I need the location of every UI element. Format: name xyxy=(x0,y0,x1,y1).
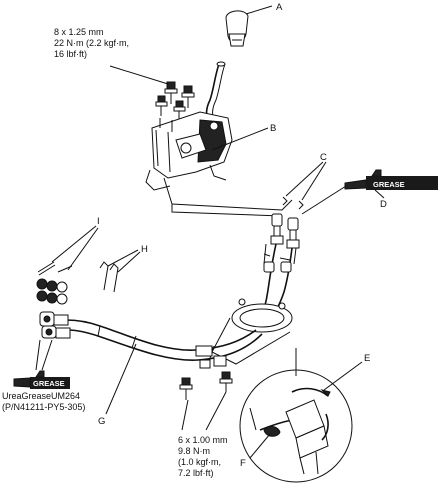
callout-a: A xyxy=(276,2,283,13)
bolts-top xyxy=(155,81,195,121)
shift-lever-assembly xyxy=(145,111,233,191)
callout-i: I xyxy=(97,216,100,227)
leader-grease-d xyxy=(301,185,347,215)
leader-d xyxy=(374,189,385,199)
leader-a xyxy=(245,5,273,15)
torque-bottom-line1: 6 x 1.00 mm xyxy=(178,435,228,445)
cable-end-left xyxy=(270,213,284,245)
leader-torque-top xyxy=(109,65,169,85)
grease-label-right: GREASE xyxy=(373,180,405,189)
leader-c-right xyxy=(301,161,327,201)
clips-h xyxy=(99,261,119,293)
torque-bottom-line3: (1.0 kgf·m, xyxy=(178,457,221,467)
grease-label-left: GREASE xyxy=(33,379,65,388)
leader-g xyxy=(105,343,137,415)
leader-h-a xyxy=(107,249,139,267)
cables-to-transmission xyxy=(65,319,263,361)
torque-bottom-line4: 7.2 lbf·ft) xyxy=(178,468,214,478)
leader-c-left xyxy=(285,161,324,197)
leader-torque-bottom-a xyxy=(181,399,189,431)
torque-top-line1: 8 x 1.25 mm xyxy=(54,27,104,37)
cable-guide-bracket xyxy=(209,298,293,365)
shift-knob xyxy=(225,10,249,47)
bolts-bottom xyxy=(179,371,233,400)
leader-h-b xyxy=(117,251,141,273)
callout-c: C xyxy=(320,152,327,163)
cable-adjusters-bottom xyxy=(195,345,227,369)
grease-spec-line1: UreaGreaseUM264 xyxy=(2,391,80,401)
grease-gun-left xyxy=(13,370,70,389)
callout-h: H xyxy=(141,244,148,255)
leader-f xyxy=(249,433,271,459)
shift-lever-rod xyxy=(205,61,226,123)
leader-i-b xyxy=(67,227,99,271)
callout-f: F xyxy=(240,458,246,469)
callout-e: E xyxy=(364,353,370,364)
leader-e xyxy=(323,361,363,391)
torque-top-line2: 22 N·m (2.2 kgf·m, xyxy=(54,38,129,48)
detail-circle xyxy=(239,348,353,483)
cable-end-right xyxy=(286,217,300,249)
callout-g: G xyxy=(98,416,105,427)
grease-gun-right xyxy=(344,169,438,190)
leader-b xyxy=(211,127,269,151)
callout-b: B xyxy=(270,123,276,134)
clips-c xyxy=(282,196,304,210)
callout-d: D xyxy=(380,199,387,210)
leader-torque-bottom-b xyxy=(205,391,227,431)
cable-ends-transmission xyxy=(39,311,71,339)
torque-top-line3: 16 lbf·ft) xyxy=(54,49,87,59)
torque-bottom-line2: 9.8 N·m xyxy=(178,446,210,456)
leader-i-a xyxy=(51,225,97,263)
leader-grease-left-a xyxy=(35,339,41,371)
leader-grease-left-b xyxy=(41,339,53,371)
washers-clips-i xyxy=(36,261,73,305)
mounting-plate-outline xyxy=(163,177,293,217)
grease-spec-line2: (P/N41211-PY5-305) xyxy=(2,402,85,412)
